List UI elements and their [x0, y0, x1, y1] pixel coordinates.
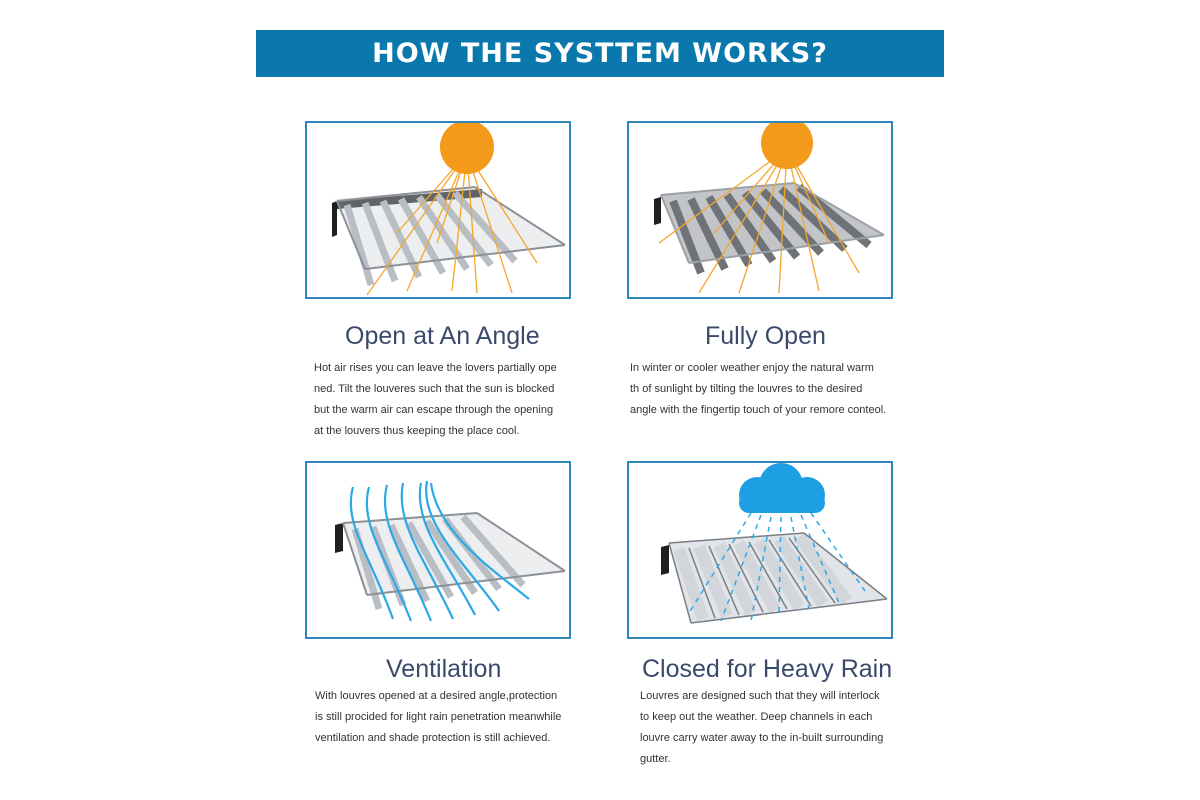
- louvres-angle-illustration: [332, 123, 566, 296]
- panel-description: Louvres are designed such that they will…: [640, 690, 884, 765]
- louvres-open-illustration: [654, 123, 885, 294]
- panel-fully-open-image: [627, 121, 893, 299]
- panel-description: Hot air rises you can leave the lovers p…: [314, 362, 557, 437]
- title-banner: HOW THE SYSTTEM WORKS?: [256, 30, 944, 77]
- panel-title: Fully Open: [705, 322, 826, 350]
- page-title: HOW THE SYSTTEM WORKS?: [372, 38, 828, 69]
- sun-icon: [440, 123, 494, 174]
- panel-title: Closed for Heavy Rain: [642, 655, 893, 683]
- louvres-closed-illustration: [661, 463, 888, 624]
- panel-open-angle-image: [305, 121, 571, 299]
- panel-title: Open at An Angle: [345, 322, 540, 350]
- panel-description: In winter or cooler weather enjoy the na…: [630, 362, 887, 416]
- panel-title: Ventilation: [386, 655, 502, 683]
- sun-icon: [761, 123, 813, 169]
- panel-description: With louvres opened at a desired angle,p…: [315, 690, 562, 744]
- panel-closed-rain-image: [627, 461, 893, 639]
- rain-cloud-icon: [739, 463, 825, 513]
- panel-ventilation-image: [305, 461, 571, 639]
- airflow-icon: [349, 480, 530, 622]
- louvres-ventilation-illustration: [335, 480, 566, 622]
